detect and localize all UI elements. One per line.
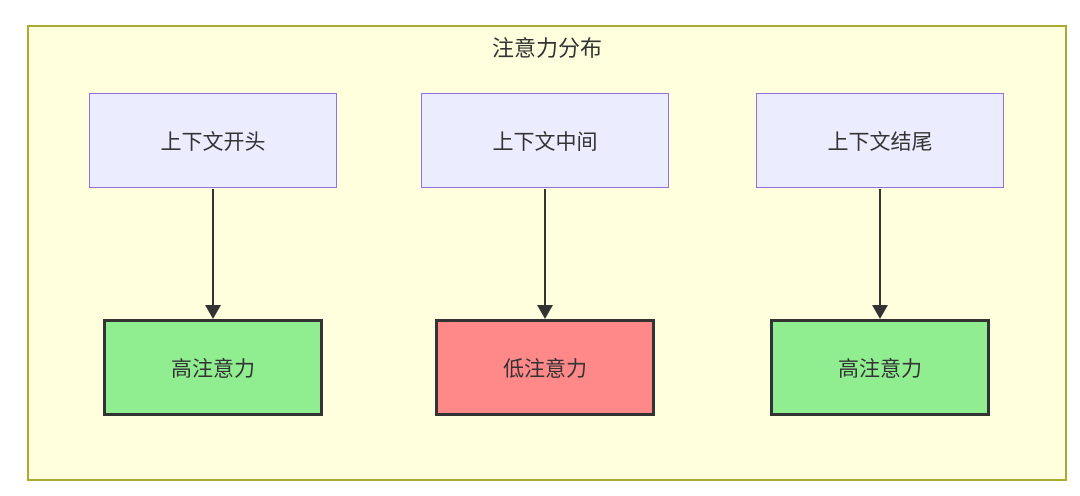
node-result-start-label: 高注意力: [171, 357, 255, 381]
node-result-middle-label: 低注意力: [503, 357, 587, 381]
flow-column-context-start: 上下文开头 高注意力: [89, 93, 337, 423]
node-context-middle: 上下文中间: [421, 93, 669, 188]
node-result-end: 高注意力: [770, 319, 990, 416]
attention-distribution-subgraph: 注意力分布 上下文开头 高注意力 上下文中间 低注意力 上下文结尾 高注意力: [27, 25, 1067, 481]
arrowhead-down-icon: [537, 305, 553, 319]
arrow-line: [544, 189, 546, 306]
flow-column-context-middle: 上下文中间 低注意力: [421, 93, 669, 423]
arrow-line: [212, 189, 214, 306]
node-context-start: 上下文开头: [89, 93, 337, 188]
arrowhead-down-icon: [205, 305, 221, 319]
arrow-line: [879, 189, 881, 306]
node-result-start: 高注意力: [103, 319, 323, 416]
flow-column-context-end: 上下文结尾 高注意力: [756, 93, 1004, 423]
node-result-end-label: 高注意力: [838, 357, 922, 381]
node-context-end: 上下文结尾: [756, 93, 1004, 188]
node-context-middle-label: 上下文中间: [492, 130, 598, 154]
arrowhead-down-icon: [872, 305, 888, 319]
node-context-end-label: 上下文结尾: [827, 130, 933, 154]
node-result-middle: 低注意力: [435, 319, 655, 416]
node-context-start-label: 上下文开头: [160, 130, 266, 154]
diagram-title: 注意力分布: [491, 36, 602, 61]
